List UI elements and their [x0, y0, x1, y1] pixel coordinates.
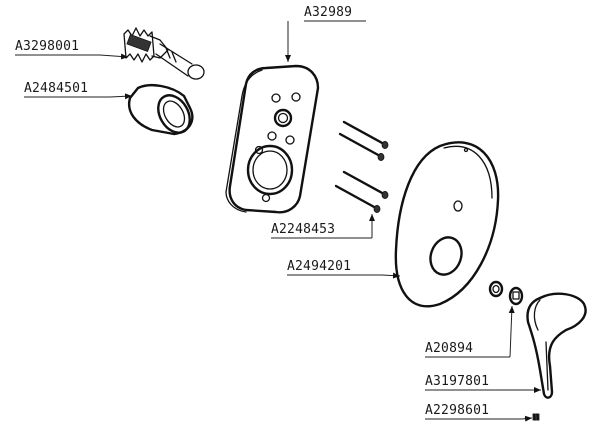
leader-a2298601: [521, 415, 533, 422]
part-grub-screw: [532, 413, 540, 421]
label-a2298601: A2298601: [425, 403, 489, 418]
label-a2494201: A2494201: [287, 259, 351, 274]
label-a2484501: A2484501: [24, 81, 88, 96]
leader-a3298001: [99, 53, 129, 60]
screw-3: [342, 170, 389, 199]
part-valve-cartridge: [123, 27, 205, 80]
part-mounting-plate: [225, 64, 320, 214]
part-cover-plate: [394, 141, 500, 308]
screw-2: [338, 132, 385, 161]
label-a20894: A20894: [425, 341, 473, 356]
part-lever-handle: [526, 292, 587, 399]
label-a2248453: A2248453: [271, 222, 335, 237]
leader-a2484501: [109, 93, 133, 100]
leader-a20894: [508, 305, 515, 358]
part-small-fittings: [488, 280, 524, 306]
label-a3298001: A3298001: [15, 39, 79, 54]
part-screws: [334, 120, 389, 213]
label-a32989: A32989: [304, 5, 352, 20]
part-sleeve: [127, 84, 194, 136]
label-a3197801: A3197801: [425, 374, 489, 389]
leader-lines: [15, 20, 541, 422]
screw-4: [334, 184, 381, 213]
screw-1: [342, 120, 389, 149]
